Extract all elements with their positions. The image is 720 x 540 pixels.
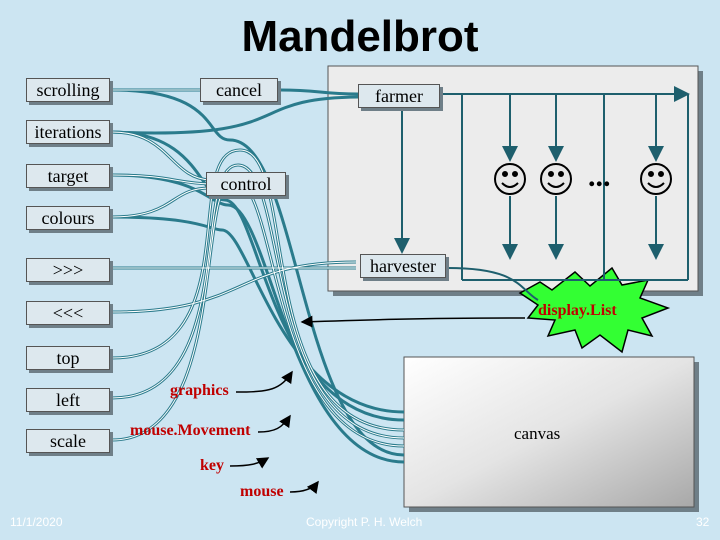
mouse-label: mouse bbox=[240, 483, 284, 500]
farmer-worker-wires bbox=[394, 86, 690, 281]
cancel-process: cancel bbox=[200, 78, 278, 102]
worker-smiley-icon bbox=[494, 163, 526, 195]
worker-smiley-icon bbox=[640, 163, 672, 195]
farmer-process: farmer bbox=[358, 84, 440, 108]
control-process: control bbox=[206, 172, 286, 196]
harvester-to-display-wire bbox=[447, 267, 539, 301]
key-label: key bbox=[200, 457, 224, 474]
mouse-movement-arrow bbox=[257, 414, 291, 433]
footer-copyright: Copyright P. H. Welch bbox=[306, 515, 423, 529]
back-button[interactable]: <<< bbox=[26, 301, 110, 325]
scale-button[interactable]: scale bbox=[26, 429, 110, 453]
forward-button[interactable]: >>> bbox=[26, 258, 110, 282]
canvas-box bbox=[403, 356, 699, 512]
scrolling-button[interactable]: scrolling bbox=[26, 78, 110, 102]
graphics-label: graphics bbox=[170, 382, 229, 399]
page-title: Mandelbrot bbox=[241, 12, 479, 61]
harvester-process: harvester bbox=[360, 254, 446, 278]
left-button[interactable]: left bbox=[26, 388, 110, 412]
target-button[interactable]: target bbox=[26, 164, 110, 188]
display-to-canvas-wire bbox=[300, 315, 526, 328]
footer-date: 11/1/2020 bbox=[10, 515, 63, 529]
workers-ellipsis: ... bbox=[588, 160, 611, 193]
display-list-label: display.List bbox=[538, 302, 617, 319]
mouse-arrow bbox=[289, 480, 319, 494]
canvas-label: canvas bbox=[514, 424, 561, 443]
colours-button[interactable]: colours bbox=[26, 206, 110, 230]
key-arrow bbox=[229, 457, 270, 469]
top-button[interactable]: top bbox=[26, 346, 110, 370]
footer-page-number: 32 bbox=[696, 515, 710, 529]
worker-smiley-icon bbox=[540, 163, 572, 195]
mouse-movement-label: mouse.Movement bbox=[130, 422, 251, 439]
graphics-arrow bbox=[235, 370, 293, 393]
iterations-button[interactable]: iterations bbox=[26, 120, 110, 144]
wire-bundle-inner bbox=[111, 89, 405, 447]
